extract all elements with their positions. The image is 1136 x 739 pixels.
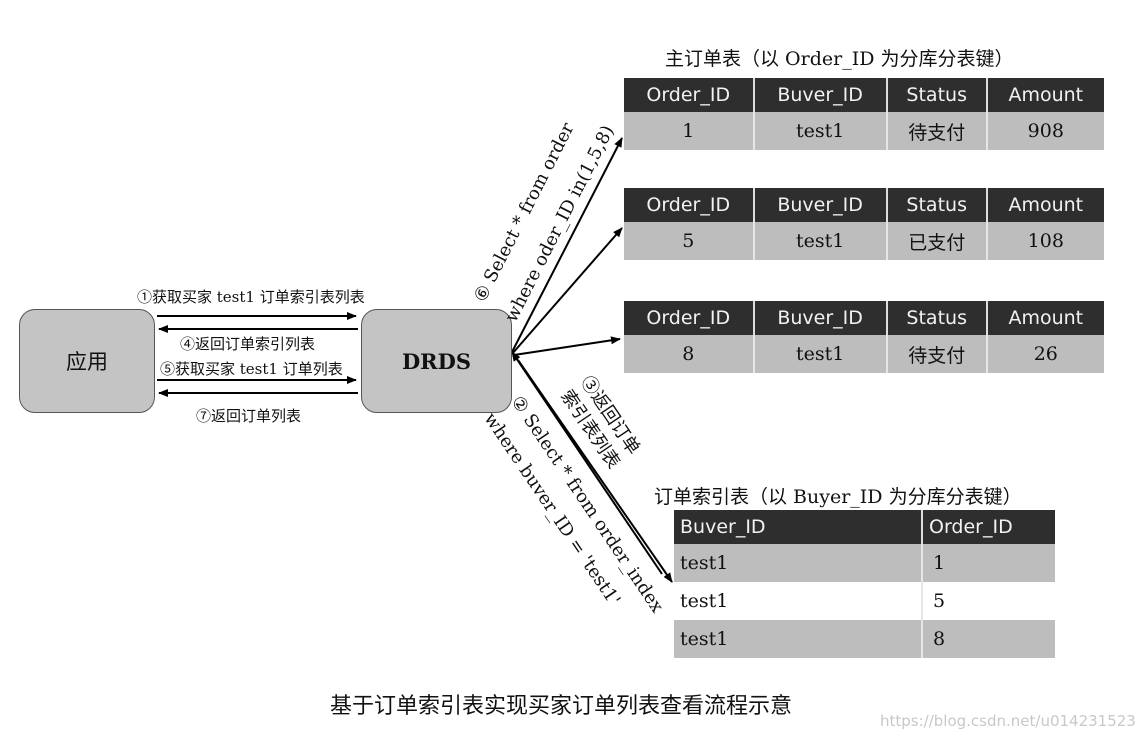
header-cell: Buver_ID xyxy=(674,510,922,544)
arrow-to-shard2 xyxy=(511,227,623,355)
cell: 1 xyxy=(921,544,1055,582)
arrow-to-shard1 xyxy=(511,137,623,353)
cell: test1 xyxy=(752,222,887,260)
watermark-text: https://blog.csdn.net/u014231523 xyxy=(880,712,1136,730)
cell: 5 xyxy=(624,222,754,260)
app-node: 应用 xyxy=(19,309,155,413)
index-table-title: 订单索引表（以 Buyer_ID 为分库分表键） xyxy=(654,486,1022,508)
cell: 1 xyxy=(624,112,754,150)
header-cell: Buver_ID xyxy=(752,301,887,335)
table-row: 5 test1 已支付 108 xyxy=(624,222,1104,260)
arrow-from-index xyxy=(511,351,663,575)
table-row: test1 5 xyxy=(674,582,1055,620)
shard-table-1: Order_ID Buver_ID Status Amount 1 test1 … xyxy=(624,78,1104,150)
label-step1: ①获取买家 test1 订单索引表列表 xyxy=(137,288,365,306)
cell: 26 xyxy=(985,335,1104,373)
table-row: 1 test1 待支付 908 xyxy=(624,112,1104,150)
arrow-to-shard3 xyxy=(513,336,621,356)
cell: 待支付 xyxy=(885,112,987,150)
main-table-title: 主订单表（以 Order_ID 为分库分表键） xyxy=(665,48,1014,70)
cell: test1 xyxy=(674,544,922,582)
index-table: Buver_ID Order_ID test1 1 test1 5 test1 … xyxy=(674,510,1055,658)
header-cell: Status xyxy=(885,78,987,112)
header-cell: Status xyxy=(885,301,987,335)
label-step7: ⑦返回订单列表 xyxy=(196,407,302,425)
cell: 8 xyxy=(921,620,1055,658)
header-cell: Order_ID xyxy=(624,301,754,335)
cell: test1 xyxy=(752,112,887,150)
header-cell: Status xyxy=(885,188,987,222)
shard-table-2: Order_ID Buver_ID Status Amount 5 test1 … xyxy=(624,188,1104,260)
shard-table-3: Order_ID Buver_ID Status Amount 8 test1 … xyxy=(624,301,1104,373)
header-cell: Buver_ID xyxy=(752,78,887,112)
arrow-to-index xyxy=(517,359,673,583)
cell: test1 xyxy=(752,335,887,373)
cell: test1 xyxy=(674,582,922,620)
app-node-label: 应用 xyxy=(66,350,108,374)
cell: 908 xyxy=(985,112,1104,150)
cell: 8 xyxy=(624,335,754,373)
header-cell: Order_ID xyxy=(921,510,1055,544)
figure-caption: 基于订单索引表实现买家订单列表查看流程示意 xyxy=(330,694,793,719)
table-row: test1 8 xyxy=(674,620,1055,658)
label-step5: ⑤获取买家 test1 订单列表 xyxy=(160,360,343,378)
cell: 待支付 xyxy=(885,335,987,373)
cell: 108 xyxy=(985,222,1104,260)
cell: 5 xyxy=(921,582,1055,620)
header-cell: Buver_ID xyxy=(752,188,887,222)
table-row: 8 test1 待支付 26 xyxy=(624,335,1104,373)
header-cell: Amount xyxy=(985,78,1104,112)
drds-node: DRDS xyxy=(361,309,512,413)
header-cell: Amount xyxy=(985,188,1104,222)
header-cell: Order_ID xyxy=(624,78,754,112)
label-step4: ④返回订单索引列表 xyxy=(180,335,316,353)
drds-node-label: DRDS xyxy=(401,348,472,374)
table-row: test1 1 xyxy=(674,544,1055,582)
header-cell: Order_ID xyxy=(624,188,754,222)
header-cell: Amount xyxy=(985,301,1104,335)
cell: test1 xyxy=(674,620,922,658)
cell: 已支付 xyxy=(885,222,987,260)
